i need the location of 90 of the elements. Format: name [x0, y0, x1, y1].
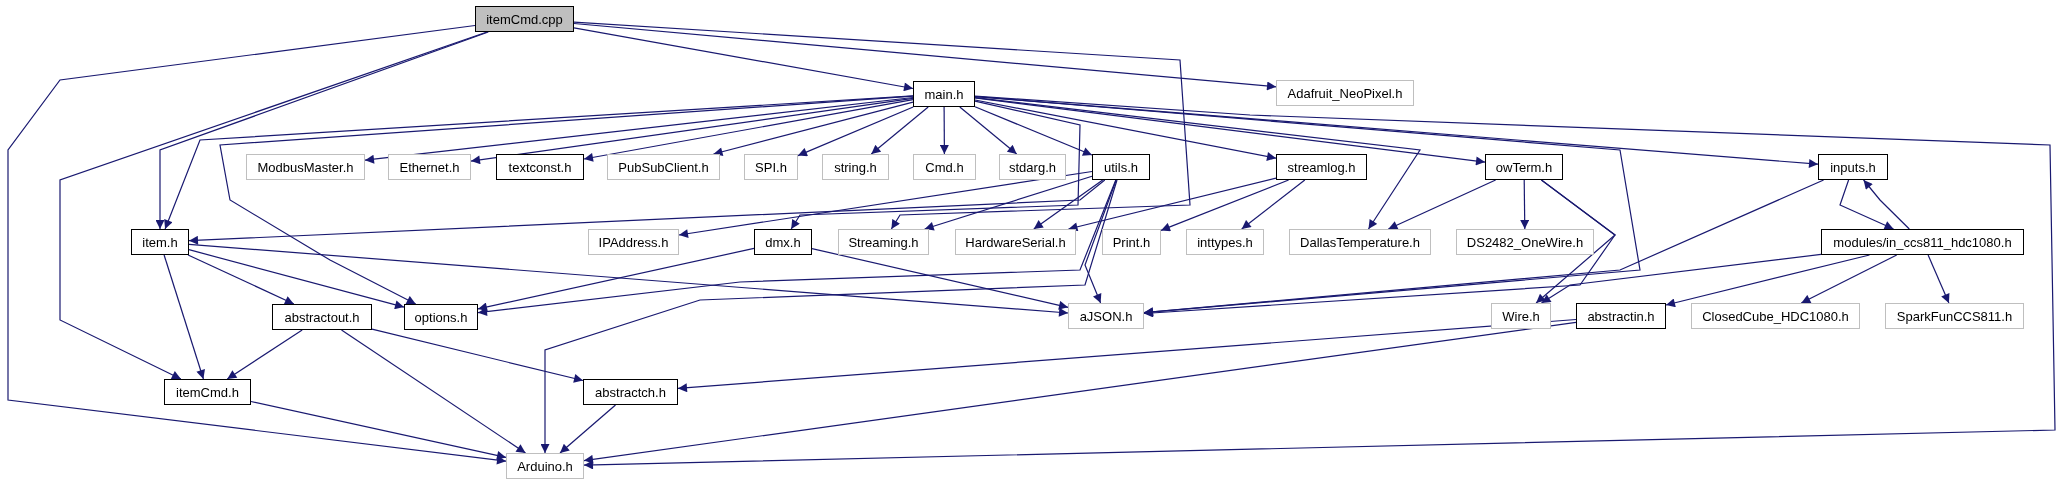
- arrow: [371, 328, 584, 383]
- arrow: [187, 254, 295, 305]
- arrow: [188, 179, 1106, 245]
- arrow: [164, 95, 914, 230]
- arrow: [678, 170, 1093, 239]
- arrow: [870, 106, 929, 155]
- arrow: [1033, 179, 1104, 230]
- file-box: utils.h: [1092, 154, 1150, 180]
- file-box: Streaming.h: [838, 229, 929, 255]
- file-box: itemCmd.h: [164, 379, 251, 405]
- file-box: Arduino.h: [506, 453, 584, 479]
- file-box: string.h: [822, 154, 889, 180]
- arrow: [1535, 179, 1616, 304]
- file-box: HardwareSerial.h: [955, 229, 1076, 255]
- arrow: [477, 179, 1117, 317]
- arrow: [583, 95, 2056, 470]
- file-box: dmx.h: [754, 229, 812, 255]
- file-box: abstractin.h: [1576, 303, 1666, 329]
- arrow: [7, 24, 507, 465]
- arrow: [155, 31, 489, 230]
- arrow: [1839, 179, 1895, 230]
- file-box: SparkFunCCS811.h: [1885, 303, 2024, 329]
- arrow: [1863, 179, 1910, 230]
- file-box: item.h: [131, 229, 189, 255]
- arrow: [1540, 253, 1822, 304]
- file-box: Ethernet.h: [388, 154, 471, 180]
- arrow: [1241, 179, 1306, 230]
- arrow: [477, 247, 755, 312]
- arrow: [974, 97, 1422, 230]
- file-box: DallasTemperature.h: [1289, 229, 1431, 255]
- arrow: [1084, 179, 1117, 304]
- arrow: [573, 21, 1191, 230]
- file-box: inttypes.h: [1186, 229, 1264, 255]
- arrow: [540, 179, 1118, 454]
- file-box: textconst.h: [496, 154, 584, 180]
- arrow: [1520, 179, 1530, 230]
- arrow: [974, 99, 1277, 161]
- arrow: [790, 100, 1081, 230]
- file-box: Adafruit_NeoPixel.h: [1276, 80, 1414, 106]
- arrow: [1927, 254, 1950, 304]
- arrow: [163, 254, 205, 380]
- arrow: [924, 175, 1093, 231]
- file-box: inputs.h: [1818, 154, 1888, 180]
- file-box: SPI.h: [744, 154, 798, 180]
- arrow: [364, 96, 914, 164]
- arrow: [226, 329, 303, 380]
- file-box: Cmd.h: [913, 154, 976, 180]
- file-box: aJSON.h: [1068, 303, 1144, 329]
- file-box: owTerm.h: [1485, 154, 1563, 180]
- arrow: [250, 400, 507, 460]
- file-box: PubSubClient.h: [607, 154, 720, 180]
- arrow: [1387, 179, 1497, 230]
- arrow: [974, 106, 1093, 156]
- arrow: [573, 27, 914, 92]
- arrow: [974, 97, 1486, 166]
- arrow: [1800, 254, 1898, 304]
- file-box: Print.h: [1102, 229, 1161, 255]
- file-box: ModbusMaster.h: [246, 154, 365, 180]
- arrow: [583, 321, 1577, 464]
- arrow: [677, 318, 1577, 393]
- file-box: itemCmd.cpp: [475, 6, 574, 32]
- file-box: abstractout.h: [272, 304, 372, 330]
- arrow: [939, 106, 949, 155]
- file-box: options.h: [404, 304, 478, 330]
- file-box: IPAddress.h: [588, 229, 679, 255]
- arrow: [1067, 177, 1277, 232]
- arrow: [219, 95, 914, 305]
- file-box: main.h: [913, 81, 975, 107]
- file-box: ClosedCube_HDC1080.h: [1691, 303, 1860, 329]
- arrow: [1160, 179, 1290, 232]
- arrow: [559, 404, 617, 454]
- arrow: [340, 329, 527, 454]
- arrow: [188, 243, 1069, 317]
- arrow: [811, 248, 1069, 310]
- arrow: [797, 106, 914, 157]
- arrow: [573, 22, 1277, 91]
- arrow: [470, 97, 914, 165]
- arrow: [188, 249, 405, 310]
- arrow: [1143, 179, 1825, 317]
- arrow: [583, 99, 914, 162]
- file-box: Wire.h: [1491, 303, 1551, 329]
- arrow: [59, 31, 488, 380]
- arrow: [1665, 254, 1871, 308]
- file-box: abstractch.h: [583, 379, 678, 405]
- arrow: [712, 101, 914, 157]
- file-box: stdarg.h: [999, 154, 1066, 180]
- arrow: [959, 106, 1018, 155]
- file-box: DS2482_OneWire.h: [1456, 229, 1594, 255]
- file-box: modules/in_ccs811_hdc1080.h: [1821, 229, 2024, 255]
- file-box: streamlog.h: [1276, 154, 1367, 180]
